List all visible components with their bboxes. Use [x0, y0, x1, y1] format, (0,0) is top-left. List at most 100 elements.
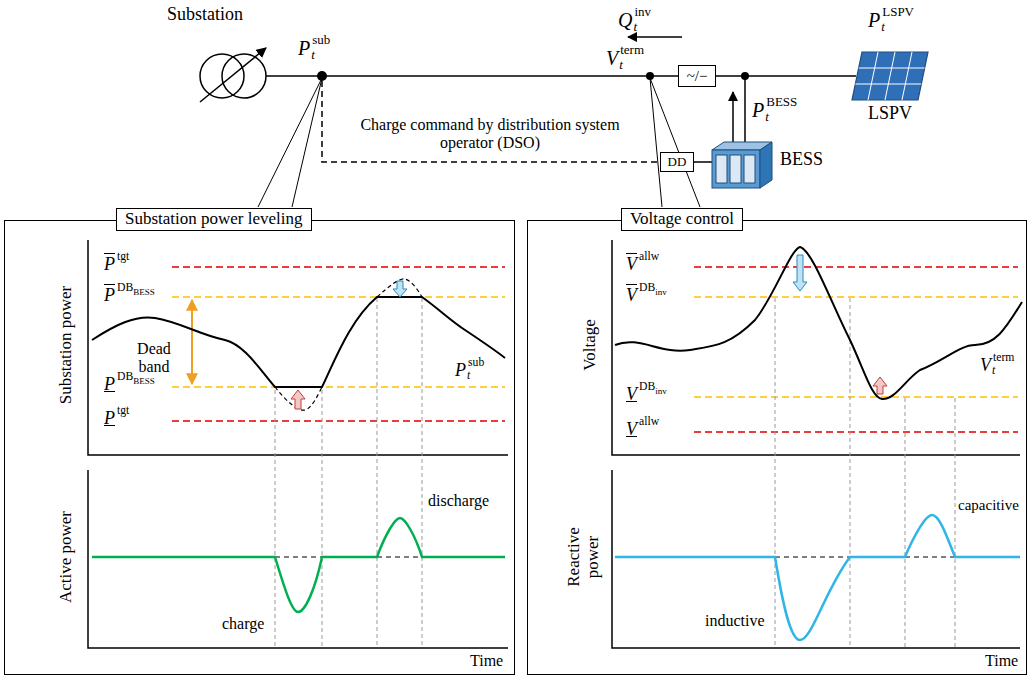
component-label: Substation — [167, 5, 243, 25]
component-label: BESS — [780, 150, 823, 170]
symbol-base: P — [868, 10, 880, 30]
axis-label: Time — [985, 652, 1018, 670]
symbol-superscript: tgt — [117, 405, 129, 417]
symbol-base: V — [626, 420, 637, 438]
substation-symbol — [200, 48, 266, 102]
pv-panel-icon-part — [885, 52, 895, 100]
panel-box: Voltage control — [527, 220, 1027, 675]
symbol-superscript: inv — [634, 5, 651, 18]
feeder-wires-part — [650, 78, 700, 207]
bess-icon-part — [730, 155, 741, 183]
reactive-power-curve-part — [615, 515, 1020, 640]
chart-axes-part — [88, 470, 508, 648]
symbol-superscript: LSPV — [882, 5, 914, 18]
time-guides-part — [905, 398, 906, 648]
threshold-lines-part — [694, 396, 1018, 398]
symbol-superscript: BESS — [766, 95, 797, 108]
panel-box: Substation power leveling — [4, 220, 515, 675]
pv-panel-icon-part — [852, 52, 928, 100]
leveling-arrows-part — [393, 281, 407, 297]
substation-symbol-part — [222, 54, 266, 98]
box-label: DD — [668, 155, 687, 169]
inverter-box: ~/− — [678, 65, 716, 87]
bus-dots-part — [741, 72, 749, 80]
feeder-wires-part — [716, 75, 856, 77]
substation-power-curve-part — [377, 279, 422, 297]
symbol-superscript: allw — [639, 251, 659, 263]
symbol-base: V — [626, 385, 637, 403]
symbol-base: P — [104, 409, 115, 427]
curve-note: discharge — [428, 492, 489, 510]
symbol-superscript: DB — [117, 282, 133, 294]
pv-panel-icon-part — [868, 52, 878, 100]
symbol-sub-subscript: BESS — [133, 377, 155, 386]
dead-band-arrow — [192, 300, 193, 384]
feeder-wires-part — [628, 36, 682, 38]
time-guides-part — [955, 398, 956, 648]
box-label: ~/− — [687, 68, 708, 85]
symbol-superscript: term — [993, 352, 1014, 364]
pv-panel-icon — [852, 52, 928, 100]
axis-label: Reactive power — [565, 518, 602, 596]
leveling-arrows — [291, 281, 407, 409]
bess-icon-part — [712, 150, 760, 188]
active-power-curve-part — [92, 518, 505, 612]
feeder-wires-part — [266, 75, 678, 77]
symbol-superscript: DB — [639, 381, 655, 393]
symbol-base: V — [980, 356, 991, 374]
panel-heading: Substation power leveling — [116, 208, 312, 231]
symbol-base: V — [626, 286, 637, 304]
voltage-arrows-part — [873, 377, 887, 394]
voltage-arrows-part — [793, 255, 807, 291]
threshold-lines — [172, 267, 1018, 432]
threshold-lines-part — [172, 420, 505, 422]
symbol-subscript: t — [619, 58, 623, 71]
bess-icon — [712, 142, 772, 188]
symbol-subscript: t — [467, 370, 470, 382]
symbol-superscript: tgt — [117, 251, 129, 263]
symbol-subscript: t — [311, 48, 315, 61]
threshold-lines-part — [694, 266, 1018, 268]
band-label: Dead band — [128, 340, 180, 375]
time-guides-part — [775, 298, 776, 648]
symbol-base: P — [104, 255, 115, 273]
symbol-subscript: t — [881, 20, 885, 33]
curve-note: inductive — [705, 612, 765, 630]
chart-axes-part — [88, 240, 508, 455]
threshold-lines-part — [694, 431, 1018, 433]
symbol-base: P — [104, 286, 115, 304]
time-guides-part — [275, 390, 276, 648]
dd-box: DD — [660, 152, 694, 172]
curve-note: charge — [222, 615, 264, 633]
axis-label: Active power — [57, 511, 76, 603]
component-label: LSPV — [868, 104, 912, 124]
leveling-arrows-part — [291, 390, 305, 409]
pv-panel-icon-part — [855, 52, 924, 100]
substation-symbol-part — [200, 48, 266, 102]
feeder-wires-part — [258, 78, 322, 207]
threshold-lines-part — [172, 386, 505, 388]
symbol-base: V — [626, 255, 637, 273]
symbol-superscript: DB — [639, 282, 655, 294]
dead-band-arrow-part — [191, 300, 193, 384]
symbol-base: Q — [618, 10, 632, 30]
symbol-sub-subscript: inv — [655, 387, 667, 396]
symbol-base: P — [455, 361, 466, 379]
reactive-power-curve — [615, 515, 1020, 640]
feeder-wires-part — [732, 92, 734, 148]
axis-label: Voltage — [581, 319, 600, 371]
symbol-superscript: term — [620, 43, 644, 56]
pv-panel-icon-part — [902, 52, 912, 100]
threshold-lines-part — [172, 296, 505, 298]
axis-label: Time — [470, 652, 503, 670]
voltage-curve — [615, 247, 1022, 399]
symbol-base: P — [752, 100, 764, 120]
feeder-wires-part — [694, 161, 712, 163]
symbol-subscript: t — [765, 110, 769, 123]
symbol-superscript: sub — [468, 357, 484, 369]
chart-axes — [88, 240, 1020, 648]
symbol-superscript: allw — [639, 416, 659, 428]
active-power-curve — [92, 518, 505, 612]
feeder-wires-part — [744, 76, 746, 143]
